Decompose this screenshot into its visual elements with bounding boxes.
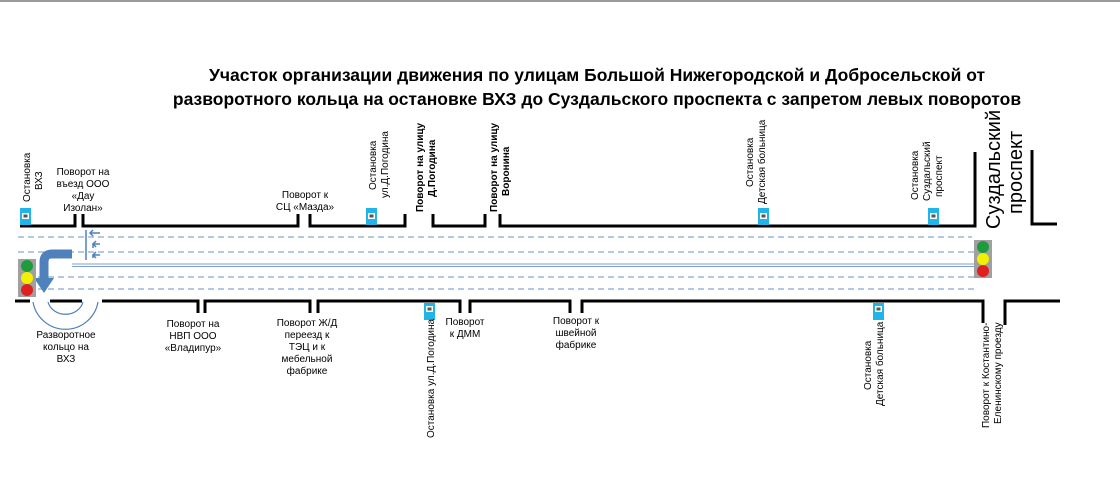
label-line: швейной bbox=[555, 328, 596, 339]
title-line-1: Участок организации движения по улицам Б… bbox=[209, 65, 986, 85]
label-turn-dmm: Поворот к ДММ bbox=[446, 317, 485, 340]
top-road-edge bbox=[20, 150, 1057, 228]
label-turn-dau: Поворот на въезд ООО «Дау Изолан» bbox=[57, 167, 110, 214]
label-line: Поворот bbox=[446, 317, 485, 328]
label-line: Поворот на улицу bbox=[489, 122, 500, 212]
bus-stop-icon bbox=[873, 303, 884, 320]
lane-markings bbox=[18, 236, 975, 290]
label-line: Разворотное bbox=[36, 330, 96, 341]
u-turn-arrow-icon bbox=[34, 249, 72, 293]
label-stop-pogodina-top: Остановка ул.Д.Погодина bbox=[368, 131, 391, 198]
label-line: Поворот на bbox=[167, 319, 220, 330]
label-line: Суздальский bbox=[922, 141, 933, 201]
label-line: «Дау bbox=[72, 191, 95, 202]
label-stop-pogodina-bottom: Остановка ул.Д.Погодина bbox=[426, 318, 437, 438]
label-line: Поворот Ж/Д bbox=[277, 318, 338, 329]
label-line: НВП ООО bbox=[169, 331, 216, 342]
label-line: фабрике bbox=[287, 365, 328, 377]
bus-stop-icon bbox=[366, 208, 377, 225]
label-line: «Владипур» bbox=[165, 343, 222, 354]
traffic-light-left-icon bbox=[18, 259, 36, 297]
label-stop-hospital-bottom: Остановка Детская больница bbox=[863, 321, 886, 406]
label-line: Поворот к bbox=[282, 190, 329, 201]
label-line: Остановка bbox=[863, 340, 874, 390]
label-suzdal-prospect: Суздальский проспект bbox=[983, 110, 1027, 229]
lane-direction-arrows-icon bbox=[85, 229, 100, 260]
label-turn-railway: Поворот Ж/Д переезд к ТЭЦ и к мебельной … bbox=[277, 318, 338, 377]
label-line: въезд ООО bbox=[57, 179, 110, 190]
bottom-road-edge bbox=[15, 299, 1060, 325]
label-line: Остановка bbox=[22, 152, 33, 202]
label-line: проспект bbox=[934, 155, 945, 197]
label-turn-voronina: Поворот на улицу Воронина bbox=[489, 122, 512, 212]
label-line: проспект bbox=[1005, 131, 1027, 214]
label-turn-pogodina: Поворот на улицу Д.Погодина bbox=[415, 122, 438, 212]
label-line: ВХЗ bbox=[34, 171, 45, 190]
label-line: Детская больница bbox=[874, 321, 886, 406]
label-line: к ДММ bbox=[450, 329, 481, 340]
label-stop-vhz: Остановка ВХЗ bbox=[22, 152, 45, 202]
label-line: Поворот к Костантино- bbox=[981, 323, 992, 428]
label-stop-suzdal: Остановка Суздальский проспект bbox=[910, 141, 945, 201]
bus-stop-icon bbox=[928, 208, 939, 225]
label-line: переезд к bbox=[285, 330, 330, 341]
label-line: Суздальский bbox=[983, 110, 1005, 229]
label-line: СЦ «Мазда» bbox=[276, 202, 335, 213]
label-line: Поворот на bbox=[57, 167, 110, 178]
label-line: Изолан» bbox=[63, 203, 103, 214]
label-turn-mazda: Поворот к СЦ «Мазда» bbox=[276, 190, 335, 213]
label-line: кольцо на bbox=[43, 342, 89, 353]
label-line: Поворот к bbox=[553, 316, 600, 327]
label-turn-konstantino: Поворот к Костантино- Еленинскому проезд… bbox=[981, 322, 1004, 428]
label-line: Д.Погодина bbox=[427, 139, 438, 197]
label-line: ул.Д.Погодина bbox=[380, 131, 391, 198]
label-line: ВХЗ bbox=[57, 354, 76, 365]
label-stop-hospital-top: Остановка Детская больница bbox=[745, 119, 768, 204]
label-line: Воронина bbox=[501, 146, 512, 196]
turnaround-ring bbox=[32, 301, 99, 330]
bus-stop-icon bbox=[758, 208, 769, 225]
top-border bbox=[0, 0, 1120, 2]
label-line: ТЭЦ и к bbox=[289, 342, 326, 353]
traffic-light-right-icon bbox=[974, 240, 992, 278]
label-line: Остановка bbox=[910, 150, 921, 200]
label-line: Детская больница bbox=[756, 119, 768, 204]
label-line: мебельной bbox=[282, 353, 333, 365]
bus-stop-icon bbox=[424, 303, 435, 320]
label-line: фабрике bbox=[556, 339, 597, 351]
label-line: Остановка bbox=[745, 137, 756, 187]
title-line-2: разворотного кольца на остановке ВХЗ до … bbox=[173, 89, 1021, 109]
label-line: Еленинскому проезду bbox=[993, 322, 1004, 424]
label-turn-vladipur: Поворот на НВП ООО «Владипур» bbox=[165, 319, 222, 354]
label-line: Поворот на улицу bbox=[415, 122, 426, 212]
label-ring-vhz: Разворотное кольцо на ВХЗ bbox=[36, 330, 96, 365]
bus-stop-icon bbox=[20, 208, 31, 225]
label-line: Остановка bbox=[368, 140, 379, 190]
label-turn-sewing: Поворот к швейной фабрике bbox=[553, 316, 600, 351]
